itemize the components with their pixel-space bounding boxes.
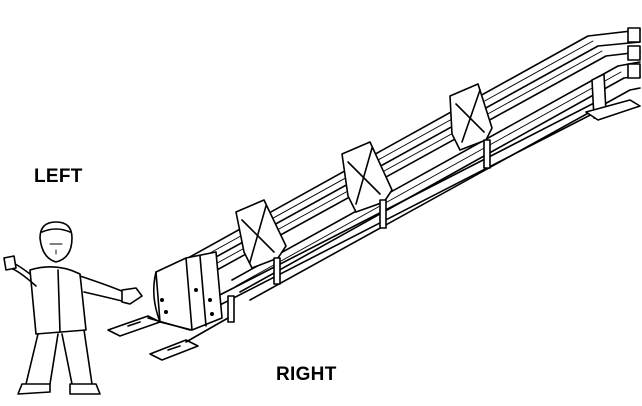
rail-lower-mid [239, 75, 641, 293]
rail-end-cap-2 [627, 45, 641, 61]
right-label: RIGHT [276, 364, 337, 385]
rail-end-cap-1 [627, 27, 641, 43]
cable-tube-top [209, 99, 601, 301]
impact-head [152, 251, 223, 331]
guardrail-system [107, 27, 641, 361]
diaphragm-frames [235, 83, 493, 269]
end-post-baseplate [585, 99, 641, 121]
rail-lower-groove [235, 71, 622, 287]
support-legs [227, 139, 491, 323]
ground-anchors [107, 315, 229, 361]
rail-upper-top [187, 29, 641, 259]
rail-upper-mid [195, 41, 641, 269]
rail-lower-top [231, 61, 641, 281]
person-gesturing-icon [3, 221, 143, 395]
rail-end-cap-3 [627, 63, 641, 79]
cable-tube-bottom [213, 107, 605, 309]
left-label: LEFT [34, 166, 83, 187]
rail-lower-bottom [249, 87, 641, 301]
